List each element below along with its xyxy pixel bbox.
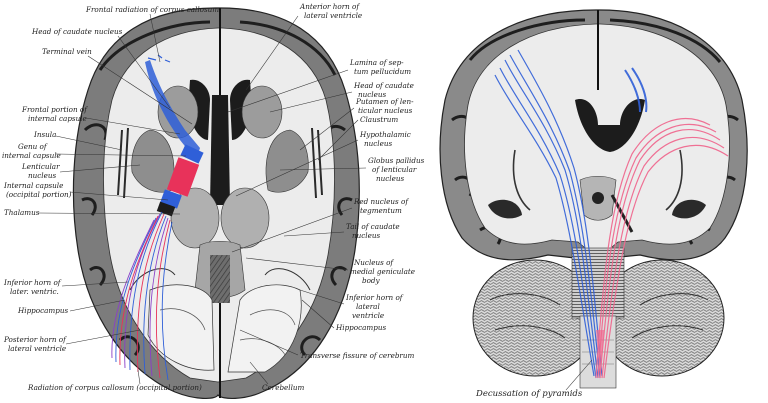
label-medial-geniculate-3: body: [362, 276, 381, 285]
label-head-caudate-left: Head of caudate nucleus: [31, 27, 123, 36]
label-red-nucleus-2: tegmentum: [360, 206, 402, 215]
label-inferior-horn-right-3: ventricle: [352, 311, 384, 320]
lateral-ventricle-right: [575, 99, 645, 152]
hippocampus-right: [264, 268, 311, 291]
labels-left-side: Frontal radiation of corpus callosum Hea…: [2, 5, 219, 392]
label-internal-capsule-occ-1: Internal capsule: [3, 181, 63, 190]
label-lamina-septum-1: Lamina of sep-: [349, 58, 404, 67]
labels-right-side: Anterior horn of lateral ventricle Lamin…: [227, 2, 425, 392]
label-terminal-vein: Terminal vein: [42, 47, 92, 56]
label-hippocampus-left: Hippocampus: [17, 306, 68, 315]
label-posterior-horn-2: lateral ventricle: [8, 344, 66, 353]
label-posterior-horn-1: Posterior horn of: [3, 335, 67, 344]
label-genu-1: Genu of: [18, 142, 48, 151]
label-putamen-1: Putamen of len-: [355, 97, 414, 106]
label-thalamus: Thalamus: [4, 208, 40, 217]
caudate-head-left: [157, 85, 199, 139]
label-tail-caudate-1: Tail of caudate: [346, 222, 400, 231]
label-transverse-fissure: Transverse fissure of cerebrum: [300, 351, 414, 360]
caudate-head-right: [241, 85, 283, 139]
internal-capsule-red-block: [166, 157, 200, 197]
label-claustrum: Claustrum: [360, 115, 398, 124]
label-red-nucleus-1: Red nucleus of: [353, 197, 409, 206]
occipital-radiation-fibres: [111, 211, 173, 381]
label-inferior-horn-right-1: Inferior horn of: [345, 293, 404, 302]
cerebellum-left-section: [147, 284, 215, 371]
label-lenticular-2: nucleus: [28, 171, 56, 180]
blue-pyramidal-tract: [494, 49, 648, 379]
label-globus-pallidus-2: of lenticular: [372, 165, 417, 174]
label-globus-pallidus-3: nucleus: [376, 174, 404, 183]
thalamus-right: [220, 187, 270, 249]
label-head-caudate-right-1: Head of caudate: [353, 81, 414, 90]
label-hypothalamic-1: Hypothalamic: [359, 130, 411, 139]
label-tail-caudate-2: nucleus: [352, 231, 380, 240]
lenticular-nucleus-right: [265, 129, 309, 193]
label-lenticular-1: Lenticular: [21, 162, 60, 171]
caption-decussation: Decussation of pyramids: [475, 389, 583, 399]
label-inferior-horn-left-1: Inferior horn of: [3, 278, 62, 287]
label-globus-pallidus-1: Globus pallidus: [368, 156, 425, 165]
label-genu-2: internal capsule: [2, 151, 61, 160]
label-lamina-septum-2: tum pellucidum: [354, 67, 411, 76]
label-internal-capsule-occ-2: (occipital portion): [6, 190, 72, 199]
label-medial-geniculate-2: medial geniculate: [350, 267, 415, 276]
label-frontal-radiation: Frontal radiation of corpus callosum: [85, 5, 219, 14]
hippocampus-left: [129, 268, 176, 291]
frontal-capsule-blue-tract: [145, 60, 200, 160]
label-anterior-horn-1: Anterior horn of: [299, 2, 360, 11]
label-insula: Insula: [33, 130, 56, 139]
label-cerebellum: Cerebellum: [262, 383, 305, 392]
midline-hatched: [210, 255, 230, 303]
label-head-caudate-right-2: nucleus: [358, 90, 386, 99]
label-inferior-horn-left-2: later. ventric.: [10, 287, 59, 296]
label-medial-geniculate-1: Nucleus of: [353, 258, 394, 267]
label-inferior-horn-right-2: lateral: [356, 302, 380, 311]
label-frontal-internal-capsule-2: internal capsule: [28, 114, 87, 123]
label-hippocampus-right: Hippocampus: [335, 323, 386, 332]
label-radiation-occipital: Radiation of corpus callosum (occipital …: [27, 383, 202, 392]
label-anterior-horn-2: lateral ventricle: [304, 11, 362, 20]
horizontal-brain-section: [72, 7, 360, 399]
label-frontal-internal-capsule-1: Frontal portion of: [21, 105, 88, 114]
thalamus-left: [170, 187, 220, 249]
septum-pellucidum: [210, 95, 230, 205]
lenticular-nucleus-left: [131, 129, 175, 193]
pons-medulla: [571, 247, 625, 319]
genu-capsule-blue-block: [180, 144, 204, 164]
label-hypothalamic-2: nucleus: [364, 139, 392, 148]
coronal-brain-section: [439, 9, 748, 389]
pink-pyramidal-tract: [595, 118, 729, 379]
label-putamen-2: ticular nucleus: [358, 106, 413, 115]
